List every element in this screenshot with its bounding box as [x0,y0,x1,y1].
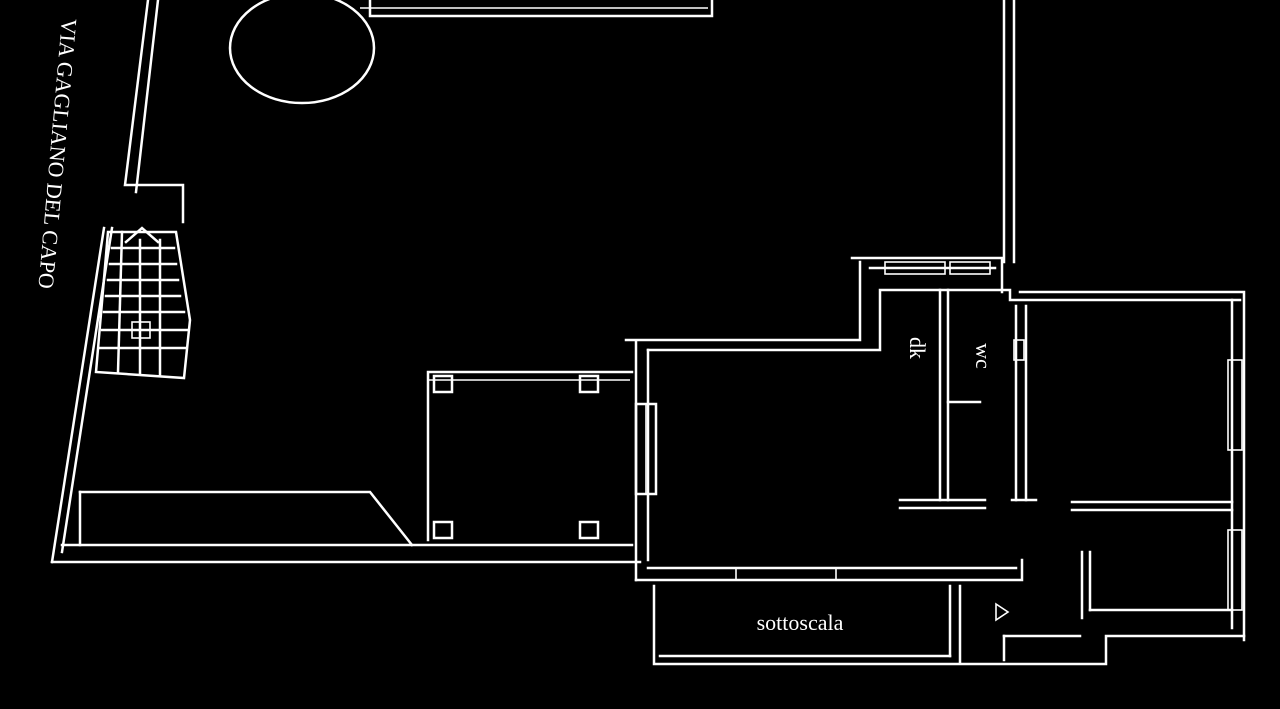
right-room [1018,290,1246,642]
lower-band [634,558,1246,666]
top-boundary [360,0,714,18]
column [432,374,454,394]
column [578,374,600,394]
terrace [78,490,414,547]
main-room [624,260,1242,582]
round-feature [228,0,376,105]
arrow-marker [995,602,1010,622]
street-label: VIA GAGLIANO DEL CAPO [33,18,82,290]
sottoscala-label: sottoscala [757,610,844,635]
porch [426,370,634,542]
column [432,520,454,540]
upper-rooms [850,256,1038,510]
dk-label: dk [905,337,930,359]
column [578,520,600,540]
right-boundary [1002,0,1016,264]
wc-label: wc [971,343,996,369]
entrance-stairs [94,226,192,380]
